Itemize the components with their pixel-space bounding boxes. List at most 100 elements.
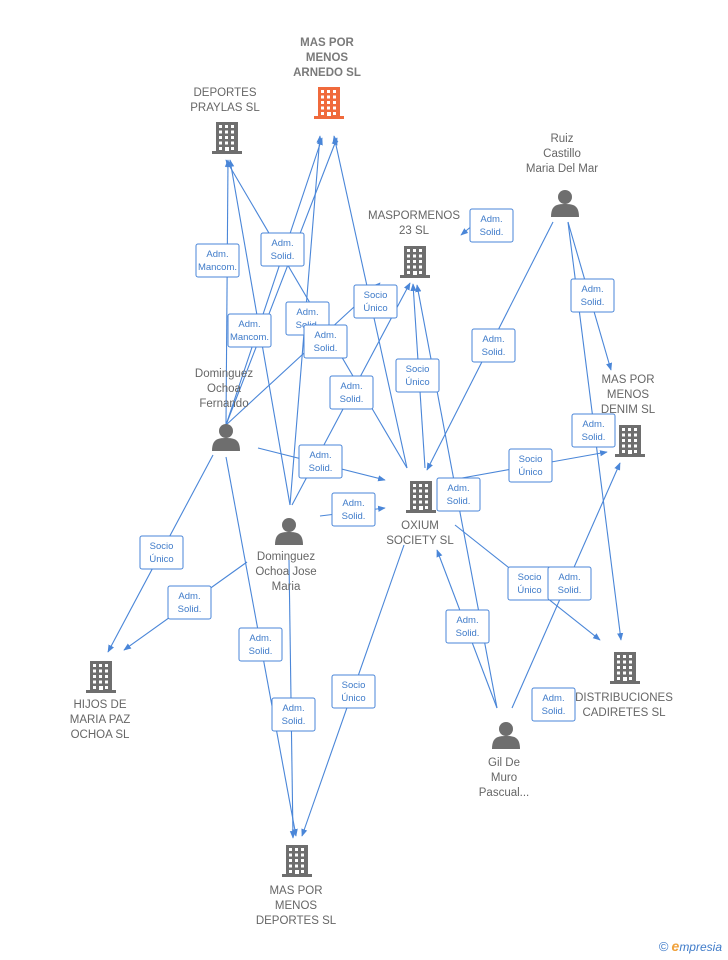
relation-label-text: Adm.	[340, 381, 362, 392]
node-label: Ochoa	[207, 383, 241, 395]
relation-label-text: Adm.	[271, 238, 293, 249]
footer-credit[interactable]: © empresia	[659, 938, 722, 954]
node-deportes-praylas[interactable]: DEPORTES PRAYLAS SL	[190, 87, 260, 154]
relation-edge	[225, 137, 338, 426]
node-label: DEPORTES	[193, 87, 256, 99]
node-label: OCHOA SL	[71, 729, 130, 741]
relation-label-text: Solid.	[342, 511, 366, 522]
relation-label-text: Socio	[150, 541, 174, 552]
node-label: DENIM SL	[601, 404, 656, 416]
person-icon	[275, 518, 303, 545]
relation-label-text: Adm.	[456, 615, 478, 626]
relation-label: Adm. Solid.	[331, 492, 376, 527]
relation-label-text: Adm.	[206, 249, 228, 260]
node-label: DEPORTES SL	[256, 915, 337, 927]
node-label: Muro	[491, 772, 517, 784]
node-label: OXIUM	[401, 520, 439, 532]
relation-label: Adm. Solid.	[531, 687, 576, 722]
relation-label-text: Solid.	[542, 706, 566, 717]
relation-label-text: Adm.	[238, 319, 260, 330]
building-icon	[406, 481, 436, 513]
relation-label-text: Solid.	[581, 297, 605, 308]
relation-label-text: Solid.	[314, 343, 338, 354]
node-label: Ochoa Jose	[255, 566, 316, 578]
relation-label-text: Solid.	[249, 646, 273, 657]
node-label: Dominguez	[195, 368, 253, 380]
relation-label: Adm.Solid.	[469, 208, 514, 243]
relation-label-text: Adm.	[249, 633, 271, 644]
relation-label-text: Socio	[342, 680, 366, 691]
relation-label: Adm.Solid.	[547, 566, 592, 601]
node-label: Castillo	[543, 148, 581, 160]
relation-label-text: Socio	[364, 290, 388, 301]
relation-label-text: Mancom.	[198, 262, 237, 273]
node-label: MAS POR	[300, 37, 354, 49]
relation-label: Adm.Solid.	[436, 477, 481, 512]
building-icon	[212, 122, 242, 154]
node-label: DISTRIBUCIONES	[575, 692, 673, 704]
relation-label-text: Adm.	[447, 483, 469, 494]
relation-label-text: Adm.	[542, 693, 564, 704]
relation-label: Adm.Mancom.	[227, 313, 272, 348]
building-icon	[400, 246, 430, 278]
node-label: 23 SL	[399, 225, 430, 237]
relation-label-text: Adm.	[314, 330, 336, 341]
node-label: Fernando	[199, 398, 248, 410]
copyright-icon: ©	[658, 938, 669, 954]
relation-label-text: Solid.	[282, 716, 306, 727]
edge-layer	[107, 135, 624, 839]
relation-label-text: Adm.	[581, 284, 603, 295]
node-label: Gil De	[488, 757, 520, 769]
brand-logo[interactable]: empresia	[671, 938, 722, 954]
relation-label-text: Adm.	[309, 450, 331, 461]
relation-label-text: Adm.	[582, 419, 604, 430]
relation-label-text: Solid.	[482, 347, 506, 358]
relation-label-text: Solid.	[340, 394, 364, 405]
relation-edge	[225, 137, 323, 426]
relation-label-text: Único	[363, 303, 387, 314]
relation-label-text: Solid.	[480, 227, 504, 238]
relation-label-text: Adm.	[342, 498, 364, 509]
relation-label-text: Solid.	[309, 463, 333, 474]
relation-label-text: Solid.	[558, 585, 582, 596]
node-label: PRAYLAS SL	[190, 102, 260, 114]
relation-label: Adm. Solid.	[298, 444, 343, 479]
node-maspormenos-23[interactable]: MASPORMENOS 23 SL	[368, 210, 460, 278]
node-label: Maria	[272, 581, 301, 593]
node-distribuciones-cadiretes[interactable]: DISTRIBUCIONES CADIRETES SL	[575, 652, 673, 719]
node-label: HIJOS DE	[73, 699, 126, 711]
node-label: Maria Del Mar	[526, 163, 598, 175]
node-label: MAS POR	[601, 374, 654, 386]
node-label: CADIRETES SL	[582, 707, 666, 719]
person-icon	[551, 190, 579, 217]
node-label: MAS POR	[269, 885, 322, 897]
relation-label-layer: Adm.Mancom.Adm.Solid.Adm.Solid.SocioÚnic…	[139, 208, 616, 732]
relation-label: Adm. Solid.	[303, 324, 348, 359]
relation-label-text: Solid.	[178, 604, 202, 615]
relation-label-text: Socio	[406, 364, 430, 375]
node-label: MENOS	[306, 52, 349, 64]
relation-label: Adm. Solid.	[238, 627, 283, 662]
relation-label-text: Adm.	[282, 703, 304, 714]
relation-label: Adm. Solid.	[271, 697, 316, 732]
node-gil-de-muro[interactable]: Gil DeMuroPascual...	[479, 722, 530, 799]
relation-label: Adm.Solid.	[445, 609, 490, 644]
relation-label-text: Solid.	[271, 251, 295, 262]
relation-label-text: Único	[517, 585, 541, 596]
relation-label-text: Adm.	[296, 307, 318, 318]
relation-label-text: Único	[518, 467, 542, 478]
node-label: MASPORMENOS	[368, 210, 460, 222]
relation-label: Adm.Solid.	[167, 585, 212, 620]
